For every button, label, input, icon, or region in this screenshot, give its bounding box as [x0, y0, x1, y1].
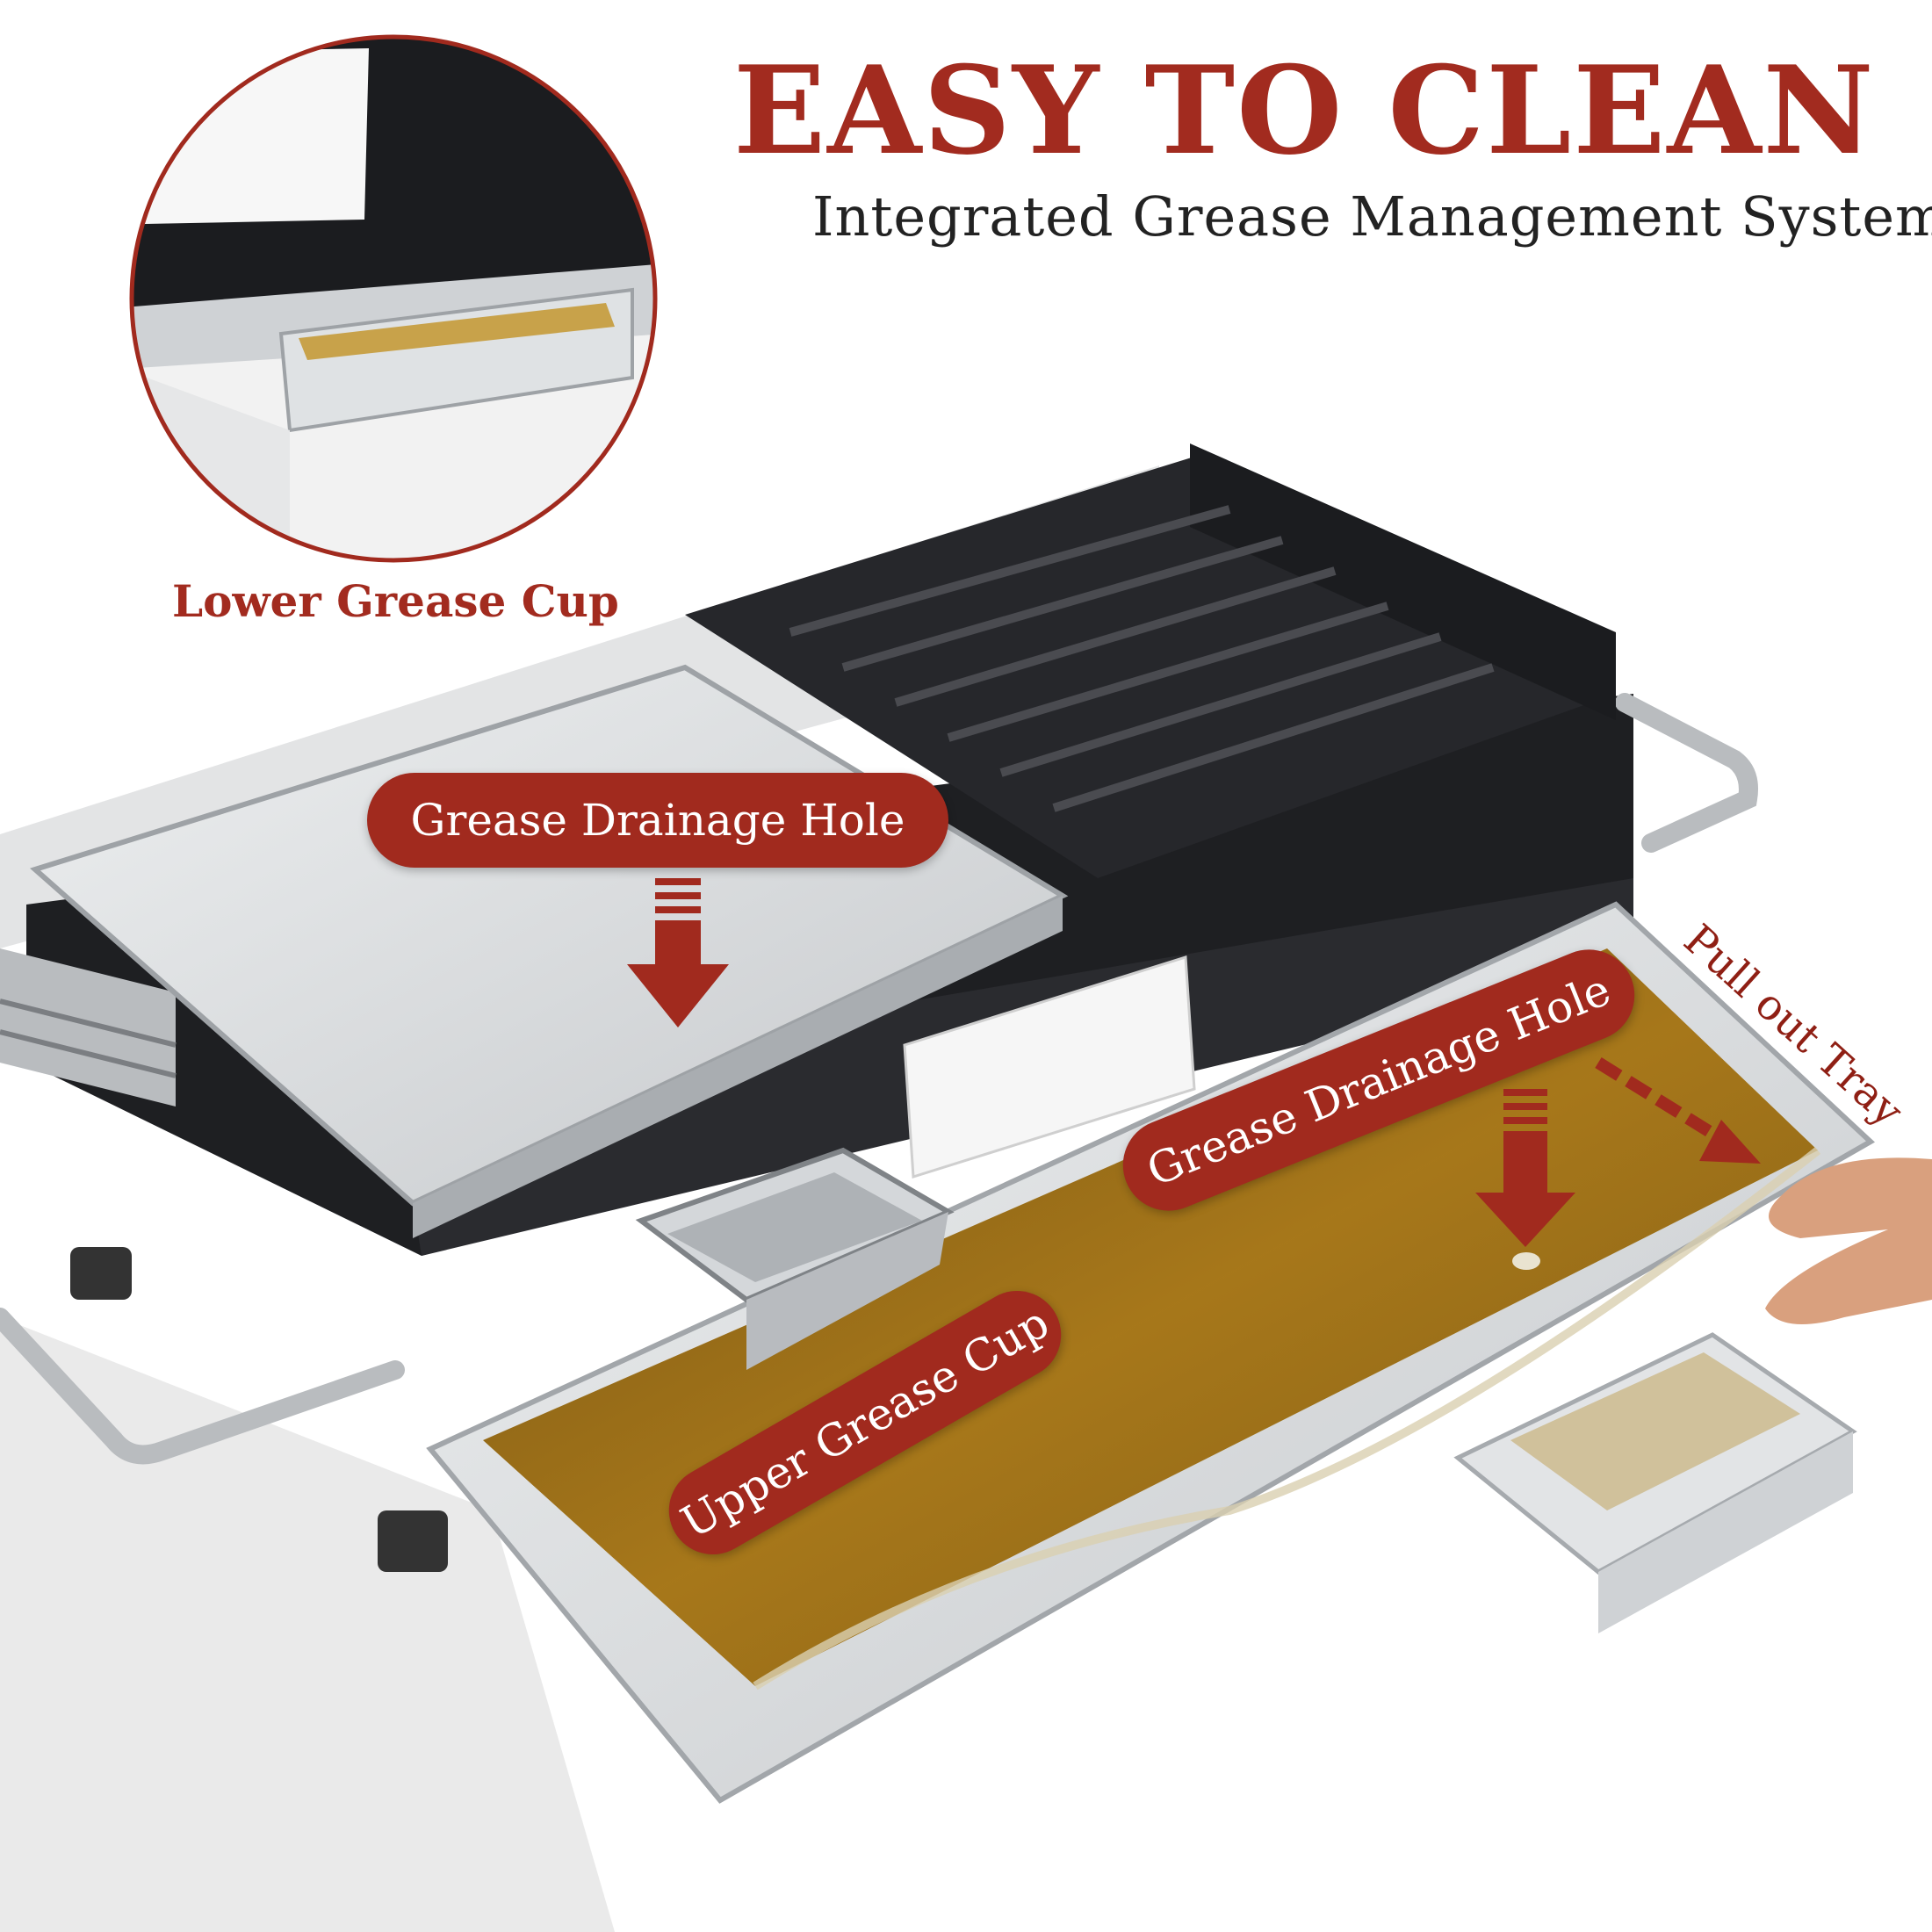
side-shelf-left — [0, 948, 177, 1107]
headline-title: EASY TO CLEAN — [733, 39, 1876, 182]
grease-edge — [753, 1147, 1821, 1690]
inset-circle — [132, 37, 655, 560]
foot-1 — [70, 1247, 132, 1300]
lower-grease-cup-front — [1453, 1332, 1857, 1633]
hand — [1765, 1157, 1932, 1324]
headline-subtitle: Integrated Grease Management System — [812, 184, 1932, 249]
arrow-diagonal-icon — [1595, 1057, 1761, 1164]
foot-2 — [378, 1510, 448, 1572]
arrow-down-icon-tray — [1475, 1089, 1575, 1247]
upper-grease-cup — [635, 1147, 955, 1370]
floor-shadow — [0, 1317, 615, 1932]
grill-box — [685, 457, 1616, 878]
grill-grate — [789, 505, 1495, 812]
inset-caption: Lower Grease Cup — [172, 575, 619, 627]
handle-left — [0, 1308, 405, 1465]
griddle-plate-rim — [413, 896, 1063, 1238]
arrow-down-icon — [627, 878, 729, 1027]
grease-pool — [483, 948, 1818, 1686]
callout-drainage-top: Grease Drainage Hole — [367, 773, 948, 868]
drain-hole-tray — [1512, 1252, 1540, 1270]
handle-right — [1615, 693, 1758, 853]
grill-wall-back — [1190, 443, 1616, 720]
inset-border — [129, 34, 658, 563]
warning-label — [903, 955, 1196, 1179]
